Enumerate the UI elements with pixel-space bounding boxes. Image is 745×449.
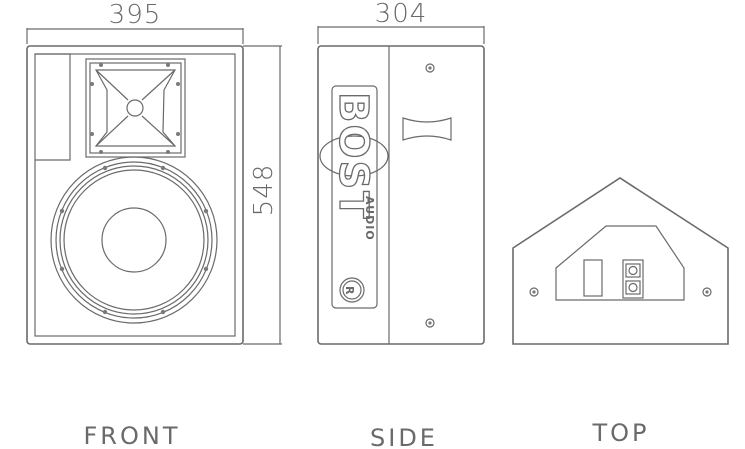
front-view: 395 548 (26, 0, 282, 449)
connector-plate (555, 225, 685, 301)
front-port (35, 53, 71, 161)
logo-registered-mark: R (343, 286, 356, 295)
front-caption: FRONT (84, 422, 181, 449)
front-cabinet (26, 45, 244, 345)
front-baffle (34, 53, 236, 337)
side-screw-top (425, 63, 435, 73)
front-height-dimension: 548 (243, 45, 282, 345)
top-view: TOP (512, 177, 729, 447)
horn-tweeter (85, 58, 186, 158)
top-cabinet (512, 177, 729, 345)
side-screw-bottom (425, 318, 435, 328)
top-caption: TOP (591, 419, 649, 447)
side-depth-dimension: 304 (317, 0, 485, 44)
side-caption: SIDE (370, 424, 438, 449)
height-label: 548 (249, 164, 279, 217)
logo-brand-text: BOST (330, 92, 376, 221)
side-view: 304 BOST AUDIO R SIDE (317, 0, 485, 449)
top-screw-left (529, 287, 539, 297)
brand-logo: BOST AUDIO R (319, 85, 389, 309)
side-handle (402, 117, 452, 141)
depth-label: 304 (375, 0, 428, 29)
front-width-dimension: 395 (26, 0, 244, 44)
top-screw-right (702, 287, 712, 297)
side-cabinet (317, 45, 485, 345)
speakon-connectors (622, 259, 644, 299)
plate-recess (583, 259, 603, 297)
woofer (50, 156, 218, 324)
logo-sub-text: AUDIO (363, 196, 376, 241)
width-label: 395 (109, 0, 162, 30)
